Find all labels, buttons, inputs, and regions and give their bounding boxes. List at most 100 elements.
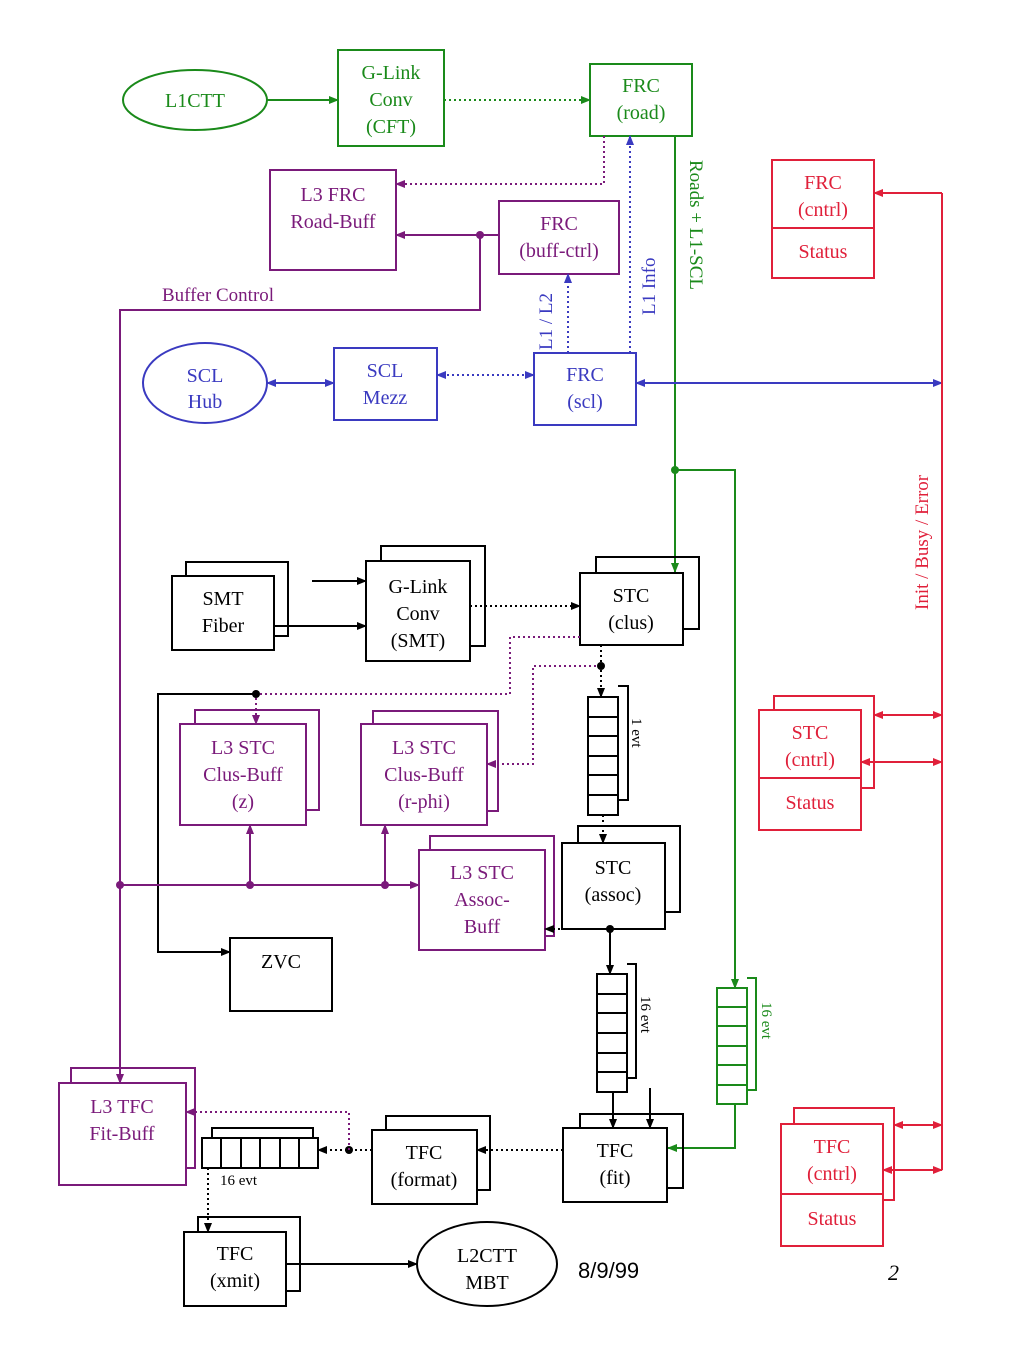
glink-smt-line1: G-Link — [389, 576, 448, 598]
stc-clus-line1: STC — [613, 585, 650, 607]
l3-clus-z-line1: L3 STC — [211, 737, 275, 759]
zvc-block: ZVC — [229, 937, 333, 1012]
stc-clus-to-l3-rphi-dotted — [486, 665, 601, 768]
l3-stc-clus-buff-rphi-block: L3 STC Clus-Buff (r-phi) — [360, 710, 499, 826]
tfc-fit-block: TFC (fit) — [562, 1113, 684, 1203]
tfc-cntrl-line2: (cntrl) — [807, 1163, 857, 1185]
frc-road-line2: (road) — [617, 102, 666, 124]
frc-buff-ctrl-line1: FRC — [540, 213, 578, 235]
glink-cft-line3: (CFT) — [366, 116, 416, 138]
tfc-format-line1: TFC — [406, 1142, 443, 1164]
l2ctt-mbt-line2: MBT — [465, 1272, 508, 1294]
to-l3-tfc-fit-buff-dotted — [185, 1108, 350, 1150]
tfc-cntrl-status: Status — [808, 1208, 857, 1230]
frc-road-block: FRC (road) — [589, 63, 693, 137]
fifo-1evt-label: 1 evt — [628, 718, 644, 748]
l1-l2-label: L1 / L2 — [536, 293, 557, 350]
scl-hub-line2: Hub — [188, 391, 222, 413]
stc-clus-line2: (clus) — [608, 612, 654, 634]
glink-cft-line1: G-Link — [362, 62, 421, 84]
l3-stc-clus-buff-z-block: L3 STC Clus-Buff (z) — [179, 709, 320, 826]
tfc-format-block: TFC (format) — [371, 1115, 491, 1205]
roads-l1scl-label: Roads + L1-SCL — [685, 160, 706, 290]
l3-clus-rphi-line2: Clus-Buff — [384, 764, 464, 786]
tfc-format-line2: (format) — [391, 1169, 458, 1191]
l3-assoc-line2: Assoc- — [454, 889, 510, 911]
smt-fiber-line1: SMT — [202, 588, 243, 610]
tfc-xmit-block: TFC (xmit) — [183, 1216, 301, 1307]
frc-road-line1: FRC — [622, 75, 660, 97]
scl-mezz-line1: SCL — [367, 360, 404, 382]
fifo-1evt: 1 evt — [587, 685, 644, 816]
stc-cntrl-line1: STC — [792, 722, 829, 744]
l3-assoc-line1: L3 STC — [450, 862, 514, 884]
frc-scl-line2: (scl) — [567, 391, 603, 413]
stc-assoc-line2: (assoc) — [585, 884, 642, 906]
frc-cntrl-line2: (cntrl) — [798, 199, 848, 221]
scl-mezz-block: SCL Mezz — [333, 347, 438, 421]
zvc-label: ZVC — [261, 951, 301, 973]
scl-hub-block: SCL Hub — [142, 342, 268, 424]
scl-hub-line1: SCL — [187, 365, 224, 387]
l3-frc-road-buff-line1: L3 FRC — [300, 184, 365, 206]
smt-fiber-line2: Fiber — [202, 615, 245, 637]
stc-cntrl-status: Status — [786, 792, 835, 814]
stc-cntrl-line2: (cntrl) — [785, 749, 835, 771]
glink-smt-line2: Conv — [396, 603, 439, 625]
buffer-control-label: Buffer Control — [162, 285, 274, 306]
tfc-fit-line1: TFC — [597, 1140, 634, 1162]
green-fifo-label: 16 evt — [758, 1002, 774, 1040]
stc-clus-block: STC (clus) — [579, 556, 700, 646]
buffer-control-bus — [116, 235, 481, 1084]
stc-clus-to-l3-z-dotted — [252, 636, 580, 725]
fifo-16evt-horizontal: 16 evt — [201, 1127, 319, 1189]
stc-assoc-block: STC (assoc) — [561, 825, 681, 930]
stc-assoc-line1: STC — [595, 857, 632, 879]
tfc-xmit-line2: (xmit) — [210, 1270, 260, 1292]
l3-clus-rphi-line3: (r-phi) — [398, 791, 450, 813]
frc-scl-line1: FRC — [566, 364, 604, 386]
l3-clus-z-line3: (z) — [232, 791, 254, 813]
green-fifo-to-tfc-fit-line — [667, 1104, 736, 1152]
fifo-16evt-black-label: 16 evt — [637, 996, 653, 1034]
tfc-cntrl-line1: TFC — [814, 1136, 851, 1158]
l3-clus-z-line2: Clus-Buff — [203, 764, 283, 786]
fifo-16evt-horizontal-label: 16 evt — [220, 1173, 258, 1189]
tfc-cntrl-block: TFC (cntrl) Status — [780, 1107, 895, 1247]
l3-clus-rphi-line1: L3 STC — [392, 737, 456, 759]
l2ctt-mbt-block: L2CTT MBT — [416, 1221, 558, 1307]
l3-assoc-line3: Buff — [464, 916, 501, 938]
bus-junction-dot-1 — [116, 881, 124, 889]
green-fifo-16evt: 16 evt — [716, 977, 774, 1105]
l3-frc-road-buff-line2: Road-Buff — [290, 211, 376, 233]
init-busy-error-label: Init / Busy / Error — [912, 474, 933, 610]
l3-tfc-fit-line1: L3 TFC — [90, 1096, 154, 1118]
l3-frc-road-buff-block: L3 FRC Road-Buff — [269, 169, 397, 271]
frc-buff-ctrl-block: FRC (buff-ctrl) — [498, 200, 620, 275]
glink-cft-block: G-Link Conv (CFT) — [337, 49, 445, 147]
frc-cntrl-status: Status — [799, 241, 848, 263]
glink-smt-block: G-Link Conv (SMT) — [365, 545, 486, 662]
to-zvc-line — [157, 693, 256, 956]
stc-cntrl-block: STC (cntrl) Status — [758, 695, 875, 831]
glink-smt-line3: (SMT) — [391, 630, 445, 652]
footer-page-number: 2 — [888, 1260, 899, 1285]
smt-fiber-block: SMT Fiber — [171, 561, 289, 651]
l2ctt-mbt-line1: L2CTT — [457, 1245, 517, 1267]
l3-tfc-fit-line2: Fit-Buff — [89, 1123, 155, 1145]
l3-stc-assoc-buff-block: L3 STC Assoc- Buff — [418, 835, 555, 951]
frc-scl-block: FRC (scl) — [533, 352, 637, 426]
l3-tfc-fit-buff-block: L3 TFC Fit-Buff — [58, 1067, 196, 1186]
frc-road-to-l3-road-buff-dotted — [395, 136, 605, 188]
glink-cft-line2: Conv — [369, 89, 412, 111]
fifo-16evt-black: 16 evt — [596, 963, 653, 1093]
tfc-fit-line2: (fit) — [599, 1167, 630, 1189]
footer-date: 8/9/99 — [578, 1258, 639, 1283]
frc-buff-ctrl-line2: (buff-ctrl) — [519, 240, 599, 262]
tfc-xmit-line1: TFC — [217, 1243, 254, 1265]
scl-mezz-line2: Mezz — [363, 387, 408, 409]
frc-cntrl-line1: FRC — [804, 172, 842, 194]
l1ctt-label: L1CTT — [165, 90, 225, 112]
roads-to-green-fifo-line — [675, 469, 739, 989]
